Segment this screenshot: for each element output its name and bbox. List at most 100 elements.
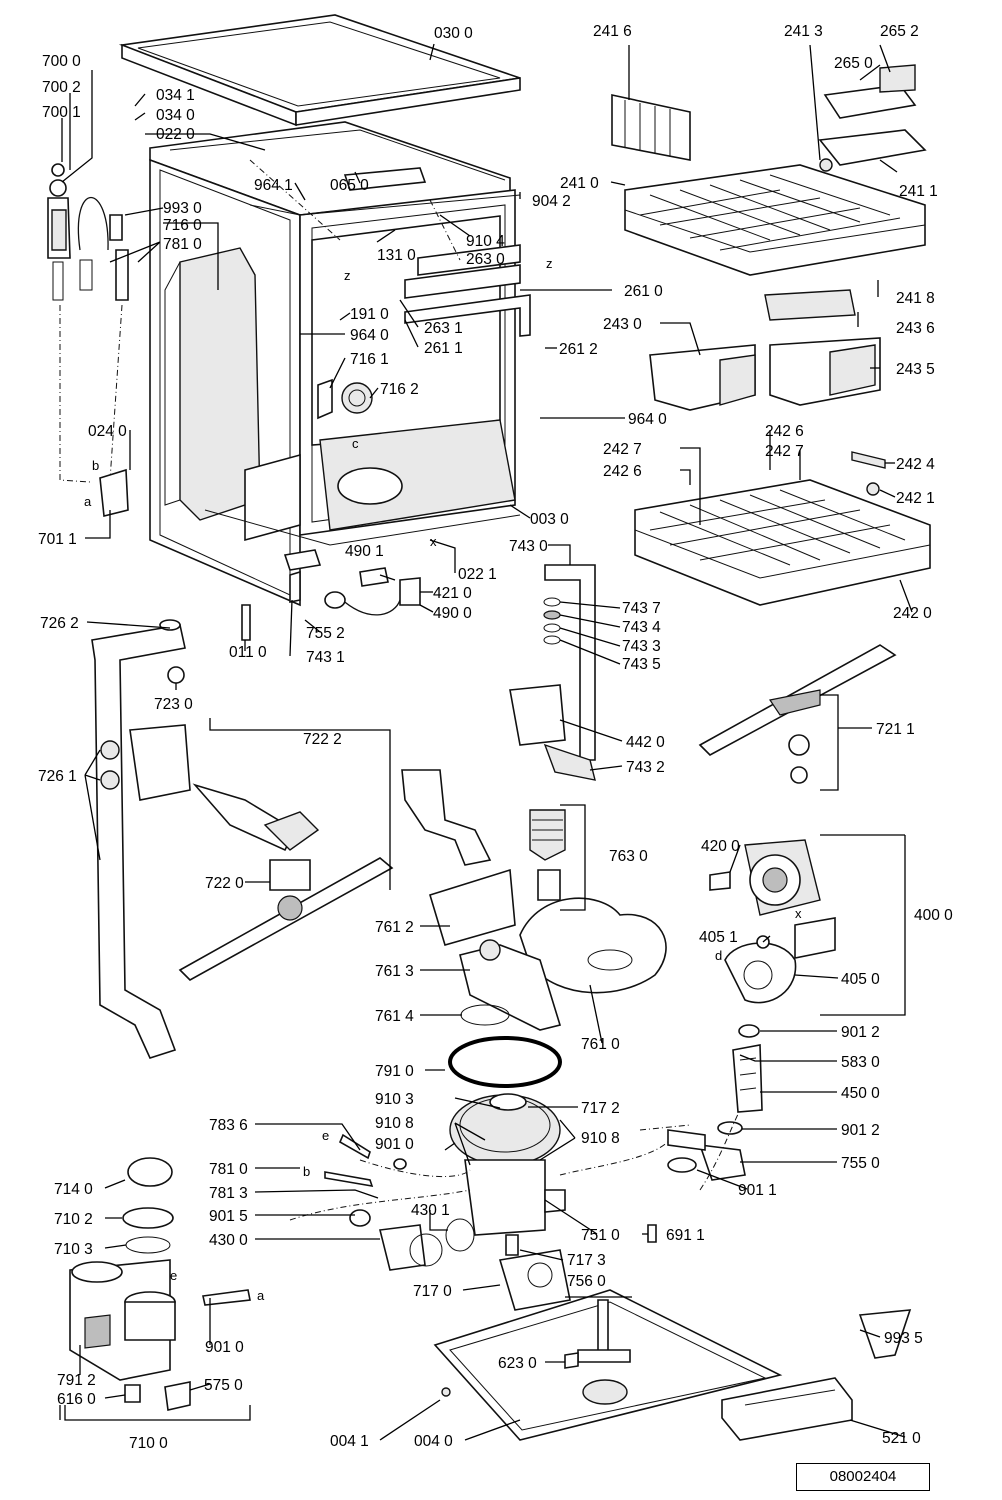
label-265-2: 265 2 [880,23,919,40]
label-261-0: 261 0 [624,283,663,300]
label-003-0: 003 0 [530,511,569,528]
label-022-1: 022 1 [458,566,497,583]
label-781-3: 781 3 [209,1185,248,1202]
switch-490-0 [399,577,421,606]
water-softener-710-0 [69,1157,251,1411]
rail-261-0 [404,294,531,337]
reference-letters: b a c x z z d x e b e a [84,256,802,1303]
label-261-1: 261 1 [424,340,463,357]
upper-basket [611,64,927,276]
label-726-1: 726 1 [38,768,77,785]
label-781-0-b: 781 0 [209,1161,248,1178]
upper-spray-arm-721-1 [698,644,897,784]
label-241-6: 241 6 [593,23,632,40]
label-243-6: 243 6 [896,320,935,337]
label-781-0: 781 0 [163,236,202,253]
ref-letter-a-1: a [84,494,92,509]
ref-letter-d: d [715,948,722,963]
label-910-8-a: 910 8 [375,1115,414,1132]
label-004-0: 004 0 [414,1433,453,1450]
ref-letter-e-2: e [170,1268,177,1283]
label-521-0: 521 0 [882,1430,921,1447]
assembly-paths [249,159,741,1221]
label-755-0: 755 0 [841,1155,880,1172]
label-904-2: 904 2 [532,193,571,210]
label-242-7-a: 242 7 [603,441,642,458]
heater-717-0 [498,1234,571,1311]
label-763-0: 763 0 [609,848,648,865]
label-964-0-a: 964 0 [350,327,389,344]
label-901-1: 901 1 [738,1182,777,1199]
label-265-0: 265 0 [834,55,873,72]
drain-hose-assembly [509,564,596,781]
label-430-0: 430 0 [209,1232,248,1249]
label-901-0-a: 901 0 [375,1136,414,1153]
label-241-1: 241 1 [899,183,938,200]
ref-letter-z-2: z [546,256,553,271]
pipe-manifold-722-2 [129,724,191,801]
label-242-4: 242 4 [896,456,935,473]
label-756-0: 756 0 [567,1273,606,1290]
label-575-0: 575 0 [204,1377,243,1394]
label-242-7-b: 242 7 [765,443,804,460]
label-263-1: 263 1 [424,320,463,337]
label-910-3: 910 3 [375,1091,414,1108]
label-721-1: 721 1 [876,721,915,738]
label-241-3: 241 3 [784,23,823,40]
funnel-993-5 [858,1309,912,1359]
cap-714-0 [127,1157,173,1187]
label-700-0: 700 0 [42,53,81,70]
label-405-1: 405 1 [699,929,738,946]
label-901-5: 901 5 [209,1208,248,1225]
screw-011-0 [241,604,251,641]
label-030-0: 030 0 [434,25,473,42]
label-761-3: 761 3 [375,963,414,980]
label-783-6: 783 6 [209,1117,248,1134]
label-241-0: 241 0 [560,175,599,192]
lower-basket [634,451,931,606]
label-710-2: 710 2 [54,1211,93,1228]
label-011-0: 011 0 [229,644,267,661]
label-716-0: 716 0 [163,217,202,234]
label-964-1: 964 1 [254,177,293,194]
label-490-0: 490 0 [433,605,472,622]
label-242-6-a: 242 6 [603,463,642,480]
supply-pipe [401,769,492,866]
label-791-0: 791 0 [375,1063,414,1080]
label-400-0: 400 0 [914,907,953,924]
pin-691-1 [647,1224,657,1243]
float-623-0 [564,1352,579,1369]
ref-letter-e-1: e [322,1128,329,1143]
panel-521-0 [721,1377,853,1441]
label-743-7: 743 7 [622,600,661,617]
ref-letter-z-1: z [344,268,351,283]
label-065-0: 065 0 [330,177,369,194]
label-901-2-a: 901 2 [841,1024,880,1041]
label-583-0: 583 0 [841,1054,880,1071]
filter-assembly [429,809,667,1031]
ref-letter-b-2: b [303,1164,310,1179]
label-700-1: 700 1 [42,104,81,121]
label-743-5: 743 5 [622,656,661,673]
circulation-pump-400-0 [709,839,836,1004]
label-993-5: 993 5 [884,1330,923,1347]
label-791-2: 791 2 [57,1372,96,1389]
small-parts [241,549,912,1441]
inlet-hose-assembly [47,163,129,517]
label-430-1: 430 1 [411,1202,450,1219]
inlet-valve-430-0 [324,1133,443,1271]
sump-751-0 [445,1093,566,1252]
label-421-0: 421 0 [433,585,472,602]
label-700-2: 700 2 [42,79,81,96]
label-691-1: 691 1 [666,1227,705,1244]
label-450-0: 450 0 [841,1085,880,1102]
gasket-710-3 [125,1236,171,1254]
grid-243-6 [764,289,856,321]
label-405-0: 405 0 [841,971,880,988]
label-241-8: 241 8 [896,290,935,307]
label-242-6-b: 242 6 [765,423,804,440]
label-701-1: 701 1 [38,531,77,548]
label-723-0: 723 0 [154,696,193,713]
